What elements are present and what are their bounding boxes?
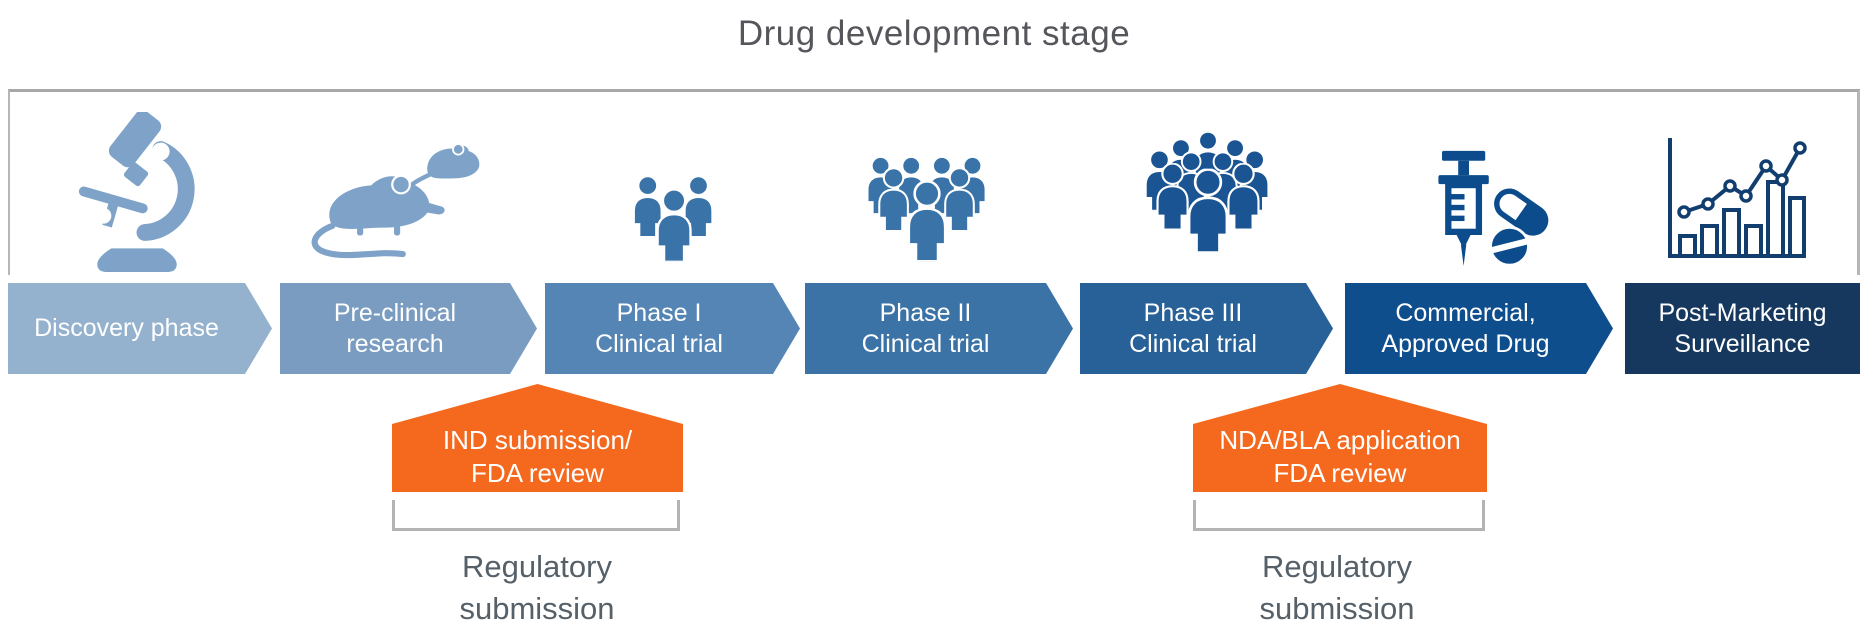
stage-pre-clinical-research: Pre-clinical research [280,283,537,374]
caption-line: submission [459,591,615,626]
callout-ind-submission: IND submission/ FDA review [392,384,683,492]
stage-discovery-phase: Discovery phase [8,283,272,374]
regulatory-bracket-left [392,500,680,531]
stage-label: Commercial, [1395,298,1536,327]
callout-text: NDA/BLA application [1219,425,1461,455]
callout-text: IND submission/ [442,425,633,455]
bar-line-chart-icon [1660,130,1810,270]
callout-nda-bla-application: NDA/BLA application FDA review [1193,384,1487,492]
stage-label: Clinical trial [595,329,723,358]
mice-icon [306,138,482,268]
stage-phase-2-clinical-trial: Phase II Clinical trial [805,283,1073,374]
stage-label: Surveillance [1674,329,1811,358]
stage-commercial-approved-drug: Commercial, Approved Drug [1345,283,1613,374]
caption-regulatory-submission-right: Regulatory submission [1187,546,1487,630]
stage-label: Clinical trial [861,329,990,358]
large-group-icon [1138,112,1278,272]
caption-line: submission [1259,591,1415,626]
stage-label: Post-Marketing [1658,298,1827,327]
caption-regulatory-submission-left: Regulatory submission [387,546,687,630]
stage-label: research [346,329,444,358]
stage-label: Clinical trial [1129,329,1257,358]
caption-line: Regulatory [1262,549,1412,584]
stage-phase-1-clinical-trial: Phase I Clinical trial [545,283,800,374]
callout-text: FDA review [471,458,604,488]
stage-label: Discovery phase [34,314,219,342]
top-bracket [8,89,1860,275]
callout-text: FDA review [1273,458,1407,488]
microscope-icon [72,112,204,275]
caption-line: Regulatory [462,549,612,584]
stage-post-marketing-surveillance: Post-Marketing Surveillance [1625,283,1860,374]
small-group-icon [628,164,722,274]
stage-label: Phase III [1143,298,1243,327]
stage-label: Phase I [616,298,702,327]
stage-label: Pre-clinical [333,298,457,327]
syringe-pills-icon [1424,146,1550,270]
page-title: Drug development stage [737,14,1131,53]
medium-group-icon [862,144,992,274]
stage-label: Approved Drug [1381,329,1550,358]
regulatory-bracket-right [1193,500,1485,531]
stage-phase-3-clinical-trial: Phase III Clinical trial [1080,283,1333,374]
stage-label: Phase II [879,298,972,327]
